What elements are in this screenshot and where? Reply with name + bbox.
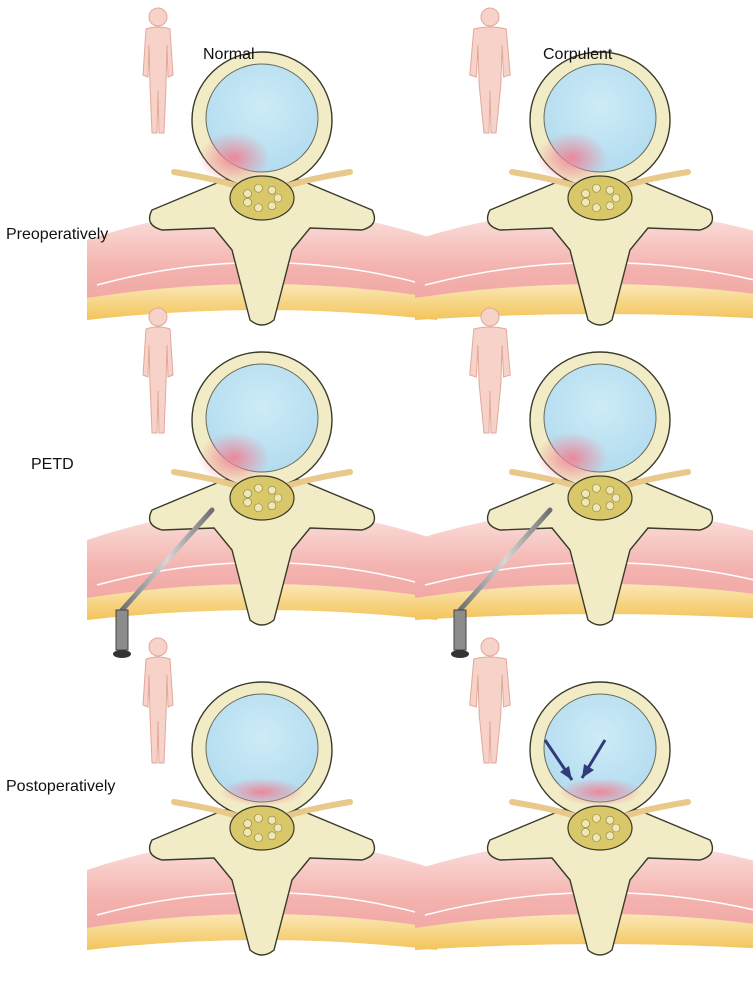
- normal-body-icon: [142, 637, 174, 764]
- cauda-equina: [567, 475, 633, 521]
- endoscope-shaft: [119, 507, 215, 613]
- nerve-fascicle: [254, 503, 263, 513]
- cauda-equina: [229, 805, 295, 851]
- nerve-fascicle: [254, 183, 263, 193]
- normal-body-icon: [142, 307, 174, 434]
- nerve-fascicle: [267, 815, 277, 825]
- nerve-fascicle: [592, 483, 601, 493]
- nerve-fascicle: [267, 485, 277, 495]
- nerve-fascicle: [605, 185, 615, 195]
- residual-annulus: [558, 778, 642, 806]
- nerve-fascicle: [273, 823, 283, 833]
- nerve-fascicle: [581, 198, 590, 207]
- endoscope-handle: [453, 609, 467, 651]
- nerve-fascicle: [267, 201, 277, 211]
- vertebral-arch: [486, 179, 714, 326]
- nerve-fascicle: [243, 198, 252, 207]
- pressure-arrow-left-head: [560, 766, 572, 780]
- corpulent-body-icon: [469, 7, 511, 134]
- column-label-normal: Normal: [203, 46, 255, 63]
- nerve-fascicle: [243, 489, 252, 498]
- panel-postoperatively-normal: [87, 637, 437, 956]
- nerve-fascicle: [581, 189, 590, 198]
- nerve-fascicle: [581, 828, 590, 837]
- nerve-fascicle: [592, 503, 601, 513]
- cauda-equina: [567, 805, 633, 851]
- disc-herniation: [198, 132, 270, 184]
- pressure-arrow-right-head: [582, 764, 594, 778]
- nerve-fascicle: [611, 193, 621, 203]
- nerve-fascicle: [592, 833, 601, 843]
- row-label-preoperatively: Preoperatively: [6, 226, 109, 243]
- panel-postoperatively-corpulent: [415, 637, 753, 956]
- cauda-equina: [229, 475, 295, 521]
- row-label-petd: PETD: [31, 456, 74, 473]
- nerve-fascicle: [611, 823, 621, 833]
- endoscope-handle: [115, 609, 129, 651]
- nerve-fascicle: [581, 498, 590, 507]
- nerve-fascicle: [273, 193, 283, 203]
- vertebral-arch: [148, 179, 376, 326]
- nerve-fascicle: [243, 828, 252, 837]
- nerve-fascicle: [254, 203, 263, 213]
- nerve-fascicle: [592, 203, 601, 213]
- column-label-corpulent: Corpulent: [543, 46, 613, 63]
- nerve-fascicle: [605, 815, 615, 825]
- endoscope-shaft: [457, 507, 553, 613]
- nerve-fascicle: [243, 189, 252, 198]
- corpulent-body-icon: [469, 637, 511, 764]
- nerve-fascicle: [243, 498, 252, 507]
- nerve-fascicle: [605, 501, 615, 511]
- nerve-fascicle: [592, 183, 601, 193]
- nerve-fascicle: [243, 819, 252, 828]
- nerve-fascicle: [581, 819, 590, 828]
- vertebral-arch: [486, 809, 714, 956]
- nerve-fascicle: [273, 493, 283, 503]
- corpulent-body-icon: [469, 307, 511, 434]
- row-label-postoperatively: Postoperatively: [6, 778, 116, 795]
- nerve-fascicle: [611, 493, 621, 503]
- nerve-fascicle: [605, 485, 615, 495]
- nerve-fascicle: [592, 813, 601, 823]
- nerve-fascicle: [267, 831, 277, 841]
- nerve-fascicle: [605, 831, 615, 841]
- panel-petd-normal: [87, 307, 437, 658]
- nerve-fascicle: [581, 489, 590, 498]
- nerve-fascicle: [267, 501, 277, 511]
- disc-herniation: [536, 132, 608, 184]
- disc-herniation: [536, 432, 608, 484]
- nerve-fascicle: [254, 483, 263, 493]
- nerve-fascicle: [254, 813, 263, 823]
- residual-annulus: [220, 778, 304, 806]
- panel-preoperatively-corpulent: [415, 7, 753, 326]
- endoscope-eyepiece: [451, 650, 469, 658]
- nerve-fascicle: [254, 833, 263, 843]
- normal-body-icon: [142, 7, 174, 134]
- cauda-equina: [229, 175, 295, 221]
- panel-preoperatively-normal: [87, 7, 437, 326]
- nerve-fascicle: [605, 201, 615, 211]
- nerve-fascicle: [267, 185, 277, 195]
- vertebral-arch: [148, 809, 376, 956]
- endoscope-eyepiece: [113, 650, 131, 658]
- disc-herniation: [198, 432, 270, 484]
- cauda-equina: [567, 175, 633, 221]
- panel-petd-corpulent: [415, 307, 753, 658]
